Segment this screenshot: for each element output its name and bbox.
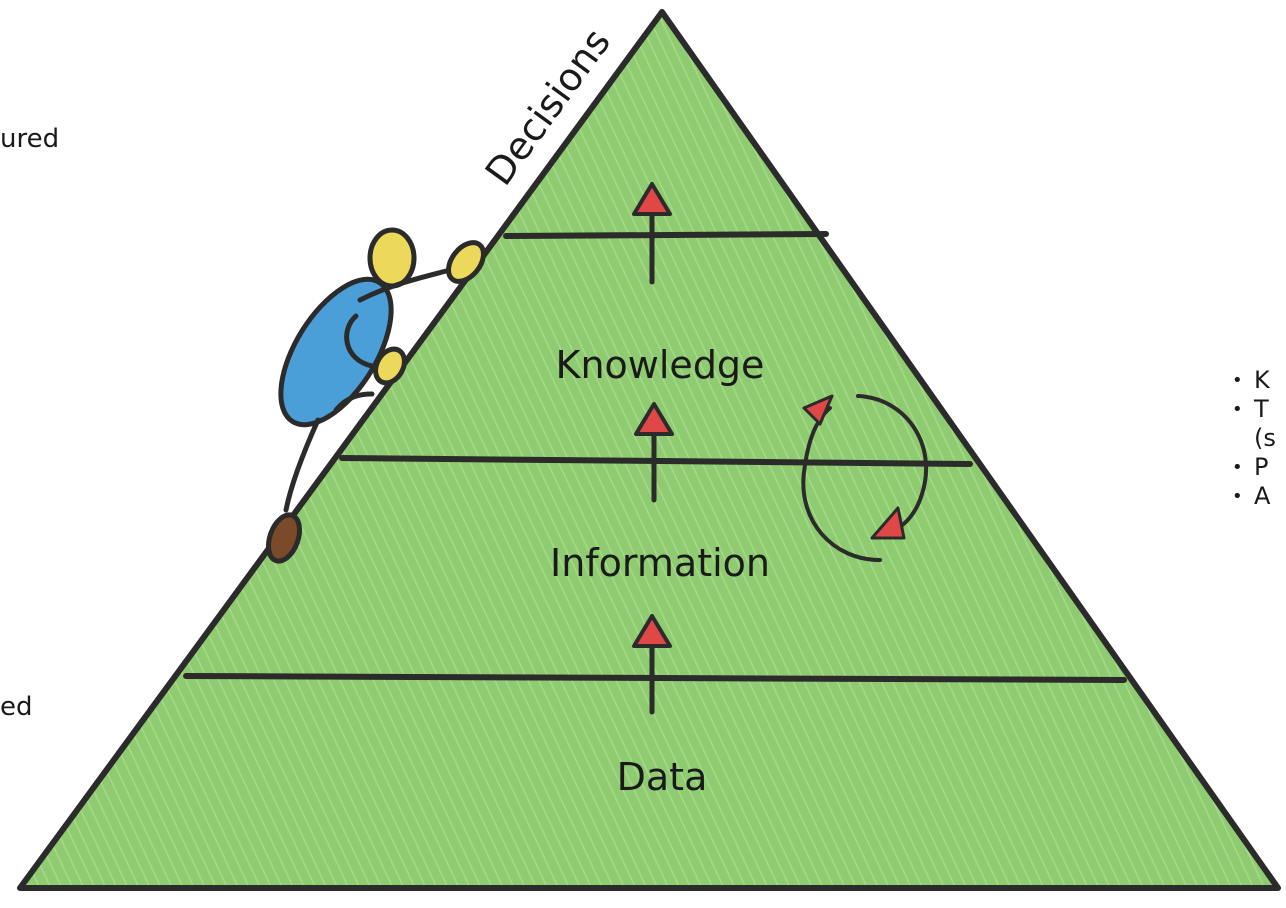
climber-icon	[265, 227, 486, 564]
bullet-item-continuation: (s	[1254, 424, 1276, 452]
pyramid-shape	[17, 9, 1281, 891]
bullet-item: A	[1232, 482, 1276, 511]
level-label-data: Data	[617, 755, 708, 799]
up-arrow-icon	[634, 402, 674, 503]
divider-line-bottom	[183, 673, 1127, 683]
level-label-information: Information	[550, 541, 770, 585]
divider-line-top	[503, 231, 829, 239]
cycle-arrows-icon	[801, 394, 929, 562]
left-label-top: ured	[0, 124, 60, 154]
right-bullet-list: K T (s P A	[1232, 366, 1276, 511]
left-label-bottom: ed	[0, 692, 33, 722]
bullet-item: K	[1232, 366, 1276, 395]
level-label-knowledge: Knowledge	[556, 343, 765, 387]
bullet-item: P	[1232, 453, 1276, 482]
up-arrow-icon	[632, 614, 672, 715]
bullet-item: T	[1232, 395, 1276, 424]
up-arrow-icon	[632, 182, 672, 285]
